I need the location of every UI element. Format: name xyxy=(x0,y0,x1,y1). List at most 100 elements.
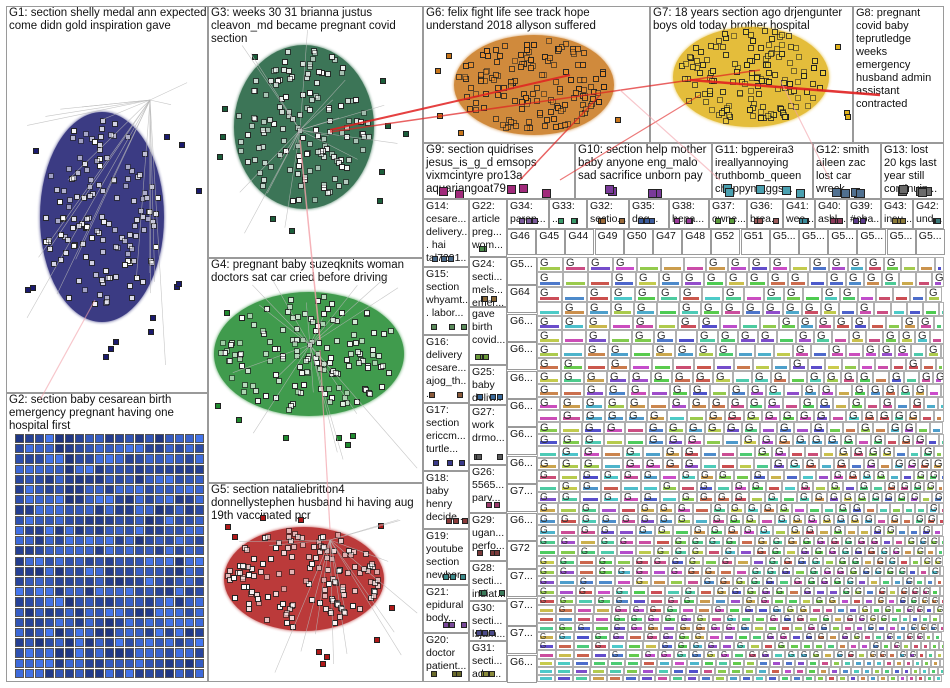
group-panel-g23[interactable]: gave birth covid... xyxy=(469,307,507,365)
tiny-group-tile[interactable]: G xyxy=(851,632,862,641)
tiny-group-tile[interactable] xyxy=(908,446,921,458)
graph-node[interactable] xyxy=(878,600,883,603)
graph-node[interactable] xyxy=(849,282,861,285)
graph-node[interactable] xyxy=(559,654,571,657)
graph-node[interactable] xyxy=(314,298,321,305)
tiny-group-tile[interactable] xyxy=(848,675,858,682)
tiny-group-tile[interactable] xyxy=(643,641,659,650)
tiny-group-tile[interactable] xyxy=(932,525,943,536)
graph-node[interactable] xyxy=(896,541,902,544)
tiny-group-tile[interactable] xyxy=(832,614,844,623)
tiny-group-tile[interactable] xyxy=(891,358,906,371)
graph-node[interactable] xyxy=(868,627,873,630)
graph-node[interactable] xyxy=(636,325,653,328)
tiny-group-tile[interactable]: G xyxy=(693,371,713,384)
graph-node[interactable] xyxy=(240,584,247,591)
graph-node[interactable] xyxy=(559,609,572,612)
graph-node[interactable] xyxy=(749,37,756,44)
tiny-group-tile[interactable] xyxy=(840,667,851,675)
graph-node[interactable] xyxy=(869,453,877,456)
tiny-group-tile[interactable]: G xyxy=(675,641,690,650)
graph-node[interactable] xyxy=(105,444,114,454)
tiny-group-tile[interactable]: G xyxy=(927,470,939,481)
graph-node[interactable] xyxy=(240,576,247,583)
tiny-group-tile[interactable]: G xyxy=(918,316,934,330)
graph-node[interactable] xyxy=(773,541,782,544)
graph-node[interactable] xyxy=(125,525,134,536)
graph-node[interactable] xyxy=(55,597,64,607)
graph-node[interactable] xyxy=(226,357,233,364)
graph-node[interactable] xyxy=(751,645,759,648)
graph-node[interactable] xyxy=(765,417,777,420)
tiny-group-tile[interactable] xyxy=(719,446,737,458)
graph-node[interactable] xyxy=(885,498,892,501)
graph-node[interactable] xyxy=(374,568,381,575)
group-panel-g13[interactable]: G13: lost 20 kgs last year still continu… xyxy=(881,143,944,199)
graph-node[interactable] xyxy=(35,668,44,678)
graph-node[interactable] xyxy=(55,536,64,546)
graph-node[interactable] xyxy=(15,485,24,495)
graph-node[interactable] xyxy=(195,587,204,597)
graph-node[interactable] xyxy=(264,616,271,623)
tiny-group-tile[interactable] xyxy=(935,576,944,586)
tiny-group-tile[interactable]: G xyxy=(795,556,809,566)
tiny-group-tile[interactable] xyxy=(890,503,903,514)
tiny-group-tile[interactable]: G xyxy=(834,458,849,470)
tiny-group-tile[interactable]: G xyxy=(911,481,924,492)
graph-node[interactable] xyxy=(175,576,184,587)
graph-node[interactable] xyxy=(495,84,502,91)
graph-node[interactable] xyxy=(77,154,84,161)
small-group-tile[interactable]: G5... xyxy=(799,229,828,255)
graph-node[interactable] xyxy=(65,515,74,525)
tiny-group-tile[interactable] xyxy=(801,641,813,650)
graph-node[interactable] xyxy=(235,416,242,423)
graph-node[interactable] xyxy=(260,118,267,125)
graph-node[interactable] xyxy=(776,531,785,534)
tiny-group-tile[interactable]: G xyxy=(610,632,627,641)
graph-node[interactable] xyxy=(135,505,144,515)
tiny-group-tile[interactable]: G xyxy=(764,566,779,576)
graph-node[interactable] xyxy=(50,260,57,267)
tiny-group-tile[interactable] xyxy=(710,384,729,397)
graph-node[interactable] xyxy=(318,386,325,393)
graph-node[interactable] xyxy=(767,636,774,639)
graph-node[interactable] xyxy=(290,116,297,123)
graph-node[interactable] xyxy=(690,662,699,665)
graph-node[interactable] xyxy=(637,311,654,314)
graph-node[interactable] xyxy=(94,228,101,235)
graph-node[interactable] xyxy=(370,593,377,600)
tiny-group-tile[interactable] xyxy=(887,586,898,596)
graph-node[interactable] xyxy=(540,618,553,621)
graph-node[interactable] xyxy=(478,246,485,252)
tiny-group-tile[interactable] xyxy=(754,458,771,470)
graph-node[interactable] xyxy=(927,405,935,408)
graph-node[interactable] xyxy=(316,340,323,347)
graph-node[interactable] xyxy=(942,600,943,603)
graph-node[interactable] xyxy=(95,566,104,576)
tiny-group-tile[interactable]: G xyxy=(903,576,914,586)
graph-node[interactable] xyxy=(879,591,884,594)
graph-node[interactable] xyxy=(917,636,921,639)
graph-node[interactable] xyxy=(512,58,519,65)
tiny-group-tile[interactable] xyxy=(830,623,842,632)
graph-node[interactable] xyxy=(294,353,301,360)
tiny-group-tile[interactable] xyxy=(656,316,678,330)
graph-node[interactable] xyxy=(195,638,204,648)
graph-node[interactable] xyxy=(726,541,736,544)
tiny-group-tile[interactable] xyxy=(939,302,944,316)
tiny-group-tile[interactable]: G xyxy=(758,596,772,605)
tiny-group-tile[interactable] xyxy=(574,632,592,641)
graph-node[interactable] xyxy=(105,275,112,282)
group-panel-g22[interactable]: G22: article preg... wom... xyxy=(469,199,507,257)
graph-node[interactable] xyxy=(25,648,34,658)
tiny-group-tile[interactable] xyxy=(740,316,760,330)
tiny-group-tile[interactable]: G xyxy=(646,434,666,446)
tiny-group-tile[interactable] xyxy=(736,344,755,358)
tiny-group-tile[interactable]: G xyxy=(634,302,657,316)
graph-node[interactable] xyxy=(631,627,642,630)
graph-node[interactable] xyxy=(195,454,204,464)
graph-node[interactable] xyxy=(114,195,121,202)
tiny-group-tile[interactable]: G xyxy=(845,650,856,659)
graph-node[interactable] xyxy=(595,654,606,657)
tiny-group-tile[interactable]: G xyxy=(537,576,557,586)
